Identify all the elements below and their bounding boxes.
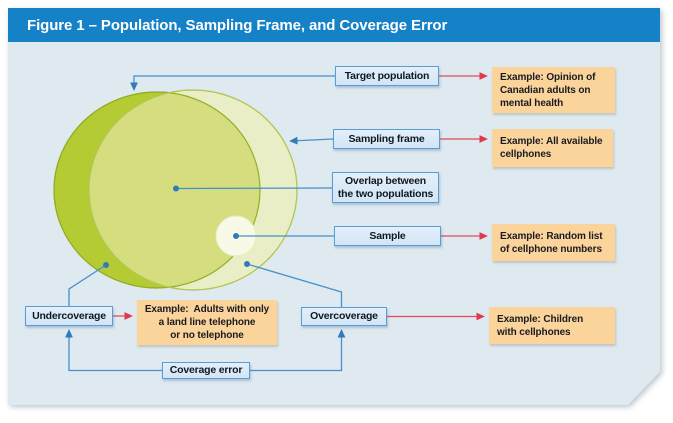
connector-target-population xyxy=(130,75,335,91)
overcoverage-anchor-dot xyxy=(244,261,250,267)
overlap-label: Overlap between the two populations xyxy=(332,172,439,203)
connector-coverage-error-left xyxy=(65,329,162,372)
sample-example: Example: Random list of cellphone number… xyxy=(492,224,615,261)
sampling-frame-example: Example: All available cellphones xyxy=(492,129,613,167)
connector-coverage-error-right xyxy=(250,329,346,372)
target-population-label: Target population xyxy=(335,66,439,86)
figure-title: Figure 1 – Population, Sampling Frame, a… xyxy=(27,16,448,34)
overcoverage-label: Overcoverage xyxy=(301,307,387,326)
undercoverage-example: Example: Adults with only a land line te… xyxy=(137,300,277,345)
sample-label: Sample xyxy=(334,226,441,246)
sample-anchor-dot xyxy=(233,233,239,239)
sampling-circle-outline xyxy=(88,89,298,291)
overlap-region xyxy=(89,92,260,288)
connector-overlap xyxy=(175,187,333,190)
target-population-example: Example: Opinion of Canadian adults on m… xyxy=(492,67,615,113)
connector-sampling-frame xyxy=(289,136,334,145)
undercoverage-anchor-dot xyxy=(103,262,109,268)
undercoverage-label: Undercoverage xyxy=(25,306,113,326)
coverage-error-label: Coverage error xyxy=(162,362,250,379)
figure-title-bar: Figure 1 – Population, Sampling Frame, a… xyxy=(8,8,660,42)
connector-undercoverage xyxy=(68,264,107,306)
target-circle-outline xyxy=(53,91,261,289)
sampling-frame-label: Sampling frame xyxy=(333,129,440,149)
connector-overcoverage xyxy=(246,263,343,307)
overlap-anchor-dot xyxy=(173,185,179,192)
overcoverage-example: Example: Children with cellphones xyxy=(489,307,615,344)
